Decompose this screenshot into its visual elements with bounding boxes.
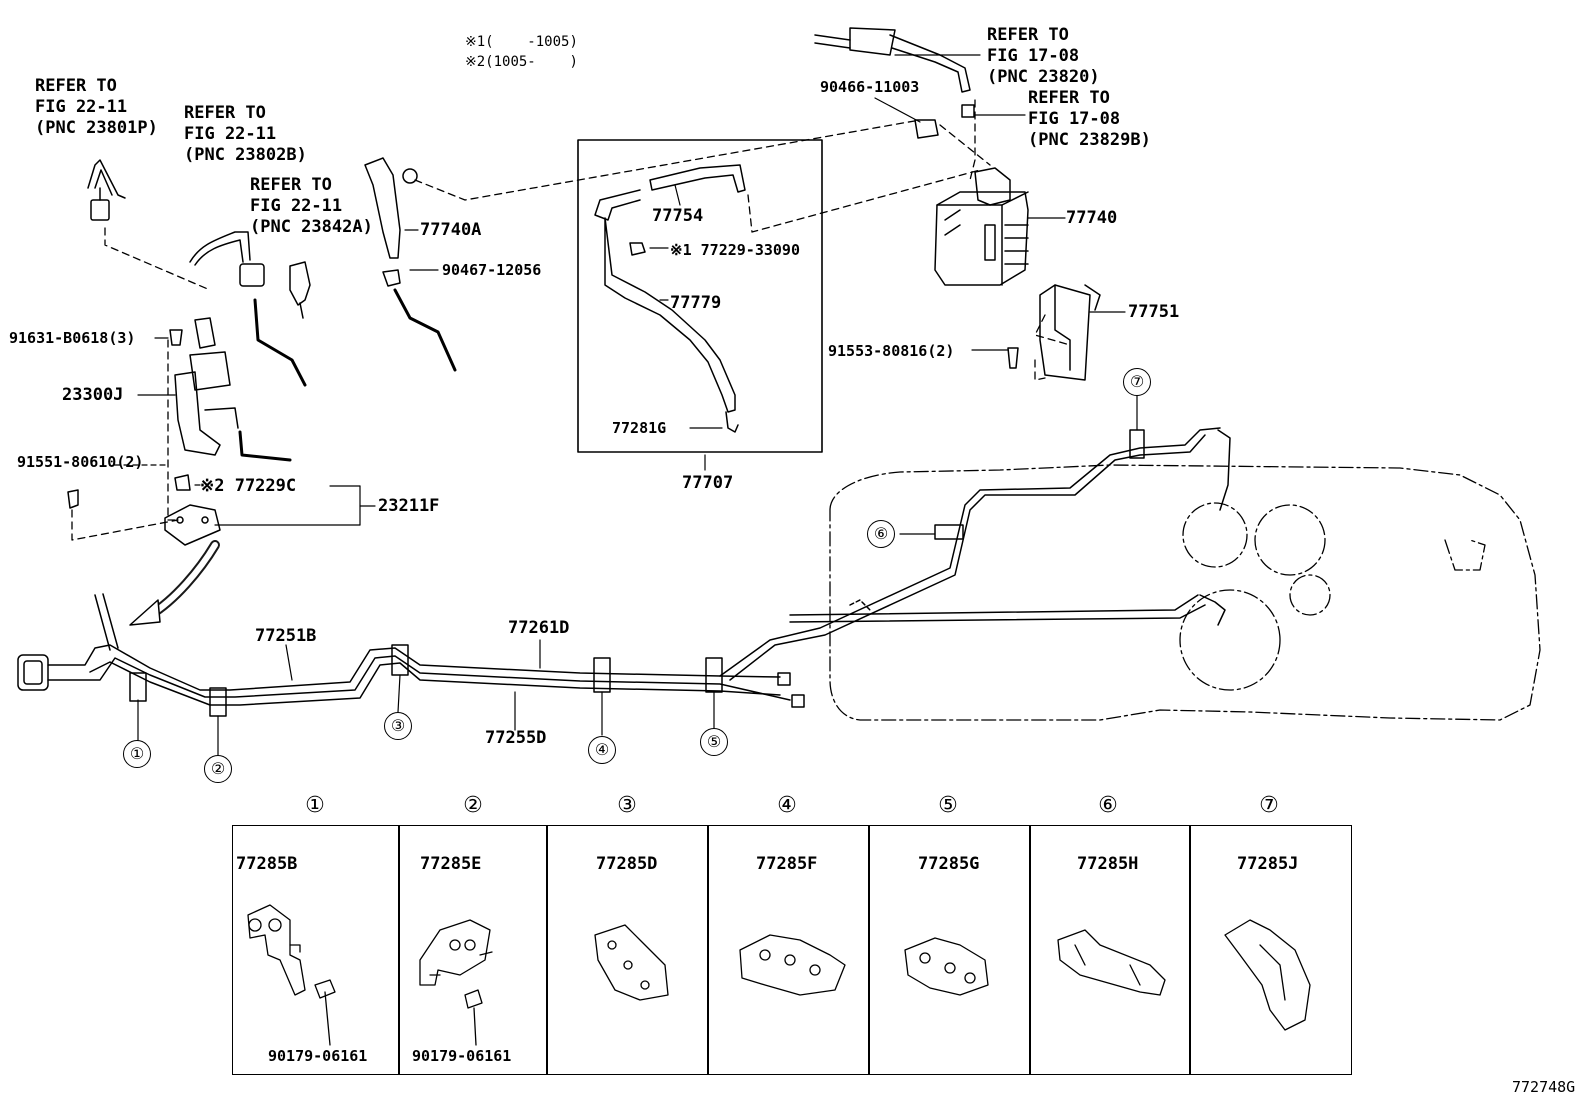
callout-4: ④ — [588, 736, 616, 764]
fuel-lines — [17, 427, 1231, 708]
table-part-77285e: 77285E — [420, 854, 482, 874]
table-part-77285f: 77285F — [756, 854, 818, 874]
label-23300j: 23300J — [62, 385, 124, 405]
top-hose — [814, 27, 975, 118]
table-cell-6 — [1029, 825, 1191, 1075]
callout-6: ⑥ — [867, 520, 895, 548]
assembly-77707-box — [577, 139, 823, 453]
vsv-23300j — [174, 317, 292, 462]
label-77707: 77707 — [682, 473, 734, 493]
table-header-5: ⑤ — [935, 793, 961, 819]
canister-77740 — [934, 167, 1029, 286]
label-77255d: 77255D — [485, 728, 547, 748]
arrow-head — [129, 599, 161, 626]
table-part-77285g: 77285G — [918, 854, 980, 874]
bolt-91631 — [169, 329, 183, 346]
callout-3: ③ — [384, 712, 412, 740]
label-77740: 77740 — [1066, 208, 1118, 228]
table-header-3: ③ — [614, 793, 640, 819]
table-cell-2 — [398, 825, 548, 1075]
table-cell-7 — [1189, 825, 1352, 1075]
callout-leaders — [114, 54, 1138, 756]
clip-77229-33090 — [629, 242, 646, 256]
table-nut-1: 90179-06161 — [268, 1047, 368, 1065]
bracket-77751 — [1039, 284, 1101, 381]
label-77251b: 77251B — [255, 626, 317, 646]
table-part-77285h: 77285H — [1077, 854, 1139, 874]
table-part-77285d: 77285D — [596, 854, 658, 874]
bolt-91551 — [67, 489, 79, 509]
callout-1: ① — [123, 740, 151, 768]
clip-77229c — [174, 474, 191, 491]
label-91551-80610: 91551-80610(2) — [17, 453, 144, 471]
line-clamps — [129, 429, 1145, 717]
table-part-77285j: 77285J — [1237, 854, 1299, 874]
callout-5: ⑤ — [700, 728, 728, 756]
label-91553-80816: 91553-80816(2) — [828, 342, 955, 360]
table-header-7: ⑦ — [1256, 793, 1282, 819]
vapor-hose-77779 — [594, 164, 746, 433]
bolt-91553 — [1007, 347, 1019, 369]
table-cell-1 — [232, 825, 400, 1075]
label-77229-33090: ※1 77229-33090 — [670, 241, 800, 259]
table-header-4: ④ — [774, 793, 800, 819]
dashed-leaders — [71, 99, 1071, 541]
label-77261d: 77261D — [508, 618, 570, 638]
fuel-tank-outline — [829, 464, 1541, 721]
table-nut-2: 90179-06161 — [412, 1047, 512, 1065]
label-77779: 77779 — [670, 293, 722, 313]
refer-pipe-2 — [189, 231, 307, 387]
refer-pipe-1 — [87, 159, 126, 221]
table-part-77285b: 77285B — [236, 854, 298, 874]
label-91631-b0618: 91631-B0618(3) — [9, 329, 136, 347]
table-part-drawings — [247, 904, 1311, 1046]
label-77281g: 77281G — [612, 419, 667, 437]
table-header-1: ① — [302, 793, 328, 819]
label-77751: 77751 — [1128, 302, 1180, 322]
clamp-90466 — [914, 119, 939, 139]
label-23211f: 23211F — [378, 496, 440, 516]
table-cell-3 — [546, 825, 709, 1075]
note-2: ※2(1005- ) — [465, 54, 578, 70]
label-77229c: ※2 77229C — [200, 476, 297, 496]
callout-2: ② — [204, 755, 232, 783]
label-90466-11003: 90466-11003 — [820, 78, 920, 96]
table-header-6: ⑥ — [1095, 793, 1121, 819]
bracket-23211f — [164, 504, 221, 546]
label-77754: 77754 — [652, 206, 704, 226]
label-77740a: 77740A — [420, 220, 482, 240]
label-90467-12056: 90467-12056 — [442, 261, 542, 279]
note-1: ※1( -1005) — [465, 34, 578, 50]
table-header-2: ② — [460, 793, 486, 819]
refer-pipe-3 — [289, 261, 311, 319]
table-cell-5 — [868, 825, 1031, 1075]
hose-77740a — [364, 157, 457, 372]
callout-7: ⑦ — [1123, 368, 1151, 396]
figure-id: 772748G — [1512, 1078, 1576, 1096]
table-cell-4 — [707, 825, 870, 1075]
